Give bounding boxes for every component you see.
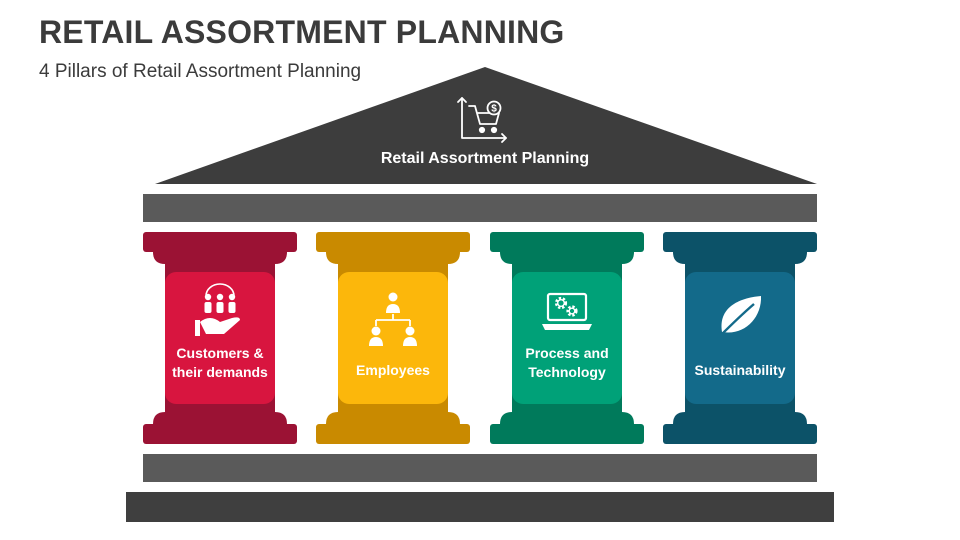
pillar-capital: [490, 232, 644, 252]
pillar-card: [512, 272, 622, 404]
pillar-plinth: [663, 424, 817, 444]
pillar-process-technology: [490, 232, 644, 444]
top-beam: [143, 194, 817, 222]
pillar-capital: [316, 232, 470, 252]
pillar-label-employees: Employees: [356, 362, 430, 378]
pillar-sustainability: [663, 232, 817, 444]
laptop-gears-icon: [542, 292, 592, 330]
roof: [155, 67, 817, 184]
bottom-beam: [143, 454, 817, 482]
leaf-icon: [717, 296, 762, 339]
pillar-card: [338, 272, 448, 404]
pillar-employees: [316, 232, 470, 444]
pillar-capital: [663, 232, 817, 252]
pillar-plinth: [143, 424, 297, 444]
org-chart-icon: [369, 292, 417, 346]
pillar-plinth: [490, 424, 644, 444]
pillar-label-sustainability: Sustainability: [694, 362, 786, 378]
temple-base: [126, 492, 834, 522]
page-title: RETAIL ASSORTMENT PLANNING: [39, 14, 565, 50]
customers-hand-icon: [195, 283, 240, 336]
pillar-label-process-technology: Process and Technology: [525, 345, 609, 380]
pillar-capital: [143, 232, 297, 252]
roof-label: Retail Assortment Planning: [381, 150, 589, 167]
pillar-customers: [143, 232, 297, 444]
pillar-label-customers: Customers & their demands: [172, 345, 268, 380]
pillar-card: [165, 272, 275, 404]
page-subtitle: 4 Pillars of Retail Assortment Planning: [39, 61, 362, 82]
shopping-cart-chart-icon: [457, 97, 507, 143]
dollar-icon: $: [491, 104, 497, 115]
pillar-card: [685, 272, 795, 404]
pillar-plinth: [316, 424, 470, 444]
